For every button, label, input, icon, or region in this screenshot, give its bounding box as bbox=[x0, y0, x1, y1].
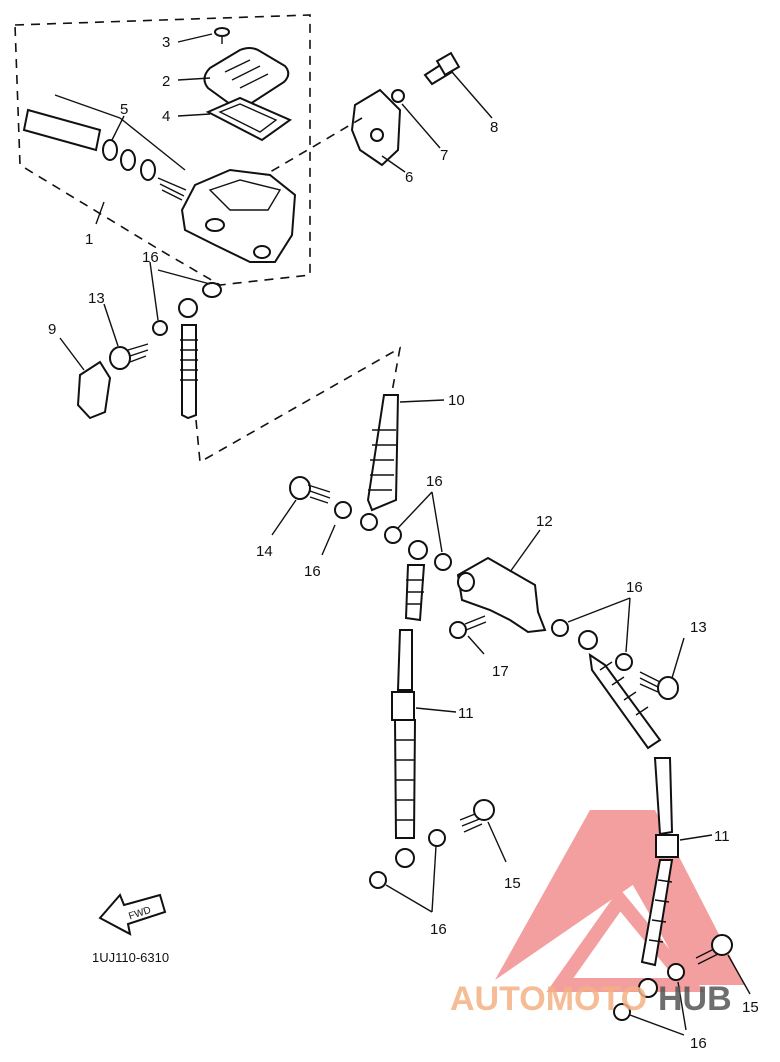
washer-part-7 bbox=[391, 89, 405, 103]
bolt-part-15-bottom bbox=[695, 934, 733, 965]
cover-part-9 bbox=[76, 360, 112, 420]
brake-hose-part-11-left bbox=[391, 540, 428, 868]
callout-10: 10 bbox=[448, 392, 465, 409]
callout-12: 12 bbox=[536, 513, 553, 530]
callout-16-right: 16 bbox=[626, 579, 643, 596]
washer-part-16-i bbox=[615, 653, 633, 671]
reservoir-cap-part-2 bbox=[203, 47, 290, 107]
bolt-part-17 bbox=[449, 615, 487, 639]
washer-part-16-b bbox=[202, 282, 222, 298]
leader-dashed-6 bbox=[264, 117, 363, 176]
callout-16-bottom: 16 bbox=[690, 1035, 707, 1052]
callout-leaders bbox=[59, 33, 751, 995]
callout-9: 9 bbox=[48, 321, 56, 338]
callout-15-middle: 15 bbox=[504, 875, 521, 892]
leader-16-right-b bbox=[625, 597, 631, 653]
callout-14: 14 bbox=[256, 543, 273, 560]
callout-8: 8 bbox=[490, 119, 498, 136]
callout-labels: 1 2 3 4 5 6 7 8 9 10 11 11 12 13 13 14 1… bbox=[48, 34, 759, 1052]
callout-11-left: 11 bbox=[458, 705, 474, 722]
diagram-code: 1UJ110-6310 bbox=[92, 950, 169, 965]
callout-5: 5 bbox=[120, 101, 128, 118]
washer-part-16-h bbox=[551, 619, 569, 637]
leader-dashed-10 bbox=[195, 346, 402, 464]
brake-hose-part-10 bbox=[360, 394, 400, 531]
screw-part-3 bbox=[214, 27, 230, 44]
washer-part-16-a bbox=[152, 320, 168, 336]
diaphragm-part-4 bbox=[205, 96, 293, 142]
washer-part-16-f bbox=[428, 829, 446, 847]
banjo-fitting-upper bbox=[178, 298, 198, 420]
watermark-part1: AUTOMOTO bbox=[450, 980, 647, 1018]
leader-16-bottom-b bbox=[677, 981, 687, 1031]
leader-16-bottom-a bbox=[629, 1014, 685, 1036]
callout-13-upper: 13 bbox=[88, 290, 105, 307]
callout-7: 7 bbox=[440, 147, 448, 164]
master-cylinder-body bbox=[180, 168, 297, 263]
holder-part-6 bbox=[350, 88, 402, 167]
leader-16-middle bbox=[321, 524, 336, 556]
bolt-part-14 bbox=[289, 476, 331, 504]
callout-6: 6 bbox=[405, 169, 413, 186]
callout-13-lower: 13 bbox=[690, 619, 707, 636]
callout-11-right: 11 bbox=[714, 828, 730, 845]
bolt-part-13-upper bbox=[109, 343, 149, 370]
forward-arrow-icon: FWD bbox=[98, 893, 167, 936]
washer-part-16-c bbox=[334, 501, 352, 519]
washer-part-16-k bbox=[613, 1003, 631, 1021]
washer-part-16-g bbox=[369, 871, 387, 889]
callout-16-left: 16 bbox=[304, 563, 321, 580]
piston-kit-part-5 bbox=[22, 94, 187, 201]
leader-16-lower-left bbox=[385, 884, 433, 913]
bolt-part-15-middle bbox=[459, 799, 495, 833]
washer-part-16-d bbox=[384, 526, 402, 544]
leader-16-mid-a bbox=[397, 491, 433, 529]
callout-2: 2 bbox=[162, 73, 170, 90]
brake-joint-part-12 bbox=[456, 556, 547, 634]
assembly-outline bbox=[14, 14, 311, 286]
callout-1: 1 bbox=[85, 231, 93, 248]
callout-16-middle: 16 bbox=[426, 473, 443, 490]
leader-16-lower-left-b bbox=[431, 845, 437, 913]
brake-hose-part-11-right bbox=[578, 630, 679, 998]
washer-part-16-j bbox=[667, 963, 685, 981]
callout-16-upper: 16 bbox=[142, 249, 159, 266]
callout-16-lower-left: 16 bbox=[430, 921, 447, 938]
watermark-text: AUTOMOTO HUB bbox=[450, 980, 732, 1018]
callout-15-bottom: 15 bbox=[742, 999, 759, 1016]
leader-16-mid-b bbox=[431, 491, 443, 553]
callout-4: 4 bbox=[162, 108, 170, 125]
callout-3: 3 bbox=[162, 34, 170, 51]
watermark-part2: HUB bbox=[658, 980, 732, 1018]
leader-16-right-a bbox=[567, 597, 631, 623]
washer-part-16-e bbox=[434, 553, 452, 571]
callout-17: 17 bbox=[492, 663, 509, 680]
leader-16-upper bbox=[149, 261, 159, 321]
bolt-part-8 bbox=[423, 51, 461, 86]
leader-16-upper-b bbox=[157, 269, 211, 285]
bolt-part-13-lower bbox=[639, 671, 679, 700]
